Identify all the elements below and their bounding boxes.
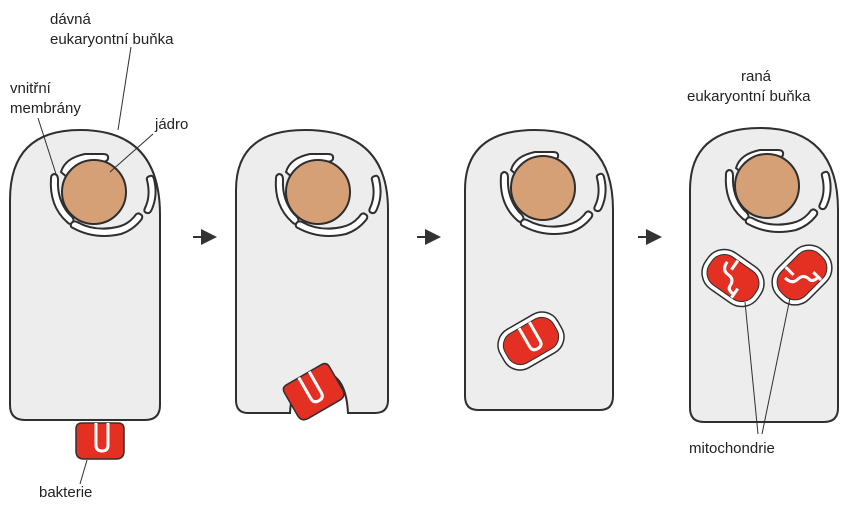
label-early-cell-line1: raná [741,68,772,85]
label-nucleus: jádro [154,116,188,133]
label-early-cell-line2: eukaryontní buňka [687,88,811,105]
label-ancient-cell-line1: dávná [50,11,92,28]
cell-1 [10,130,160,420]
label-bacterium: bakterie [39,484,92,501]
leader-bacterium [80,460,87,484]
label-mitochondria: mitochondrie [689,440,775,457]
cell-3-nucleus [511,156,575,220]
label-inner-membranes-line2: membrány [10,100,81,117]
cell-1-nucleus [62,160,126,224]
cell-3 [465,130,613,410]
cell-4 [690,128,840,422]
label-inner-membranes-line1: vnitřní [10,80,52,97]
cell-4-nucleus [735,154,799,218]
cell-2 [236,130,388,422]
cell-2-nucleus [286,160,350,224]
leader-ancient-cell [118,47,131,130]
label-ancient-cell-line2: eukaryontní buňka [50,31,174,48]
free-bacterium [76,423,124,459]
